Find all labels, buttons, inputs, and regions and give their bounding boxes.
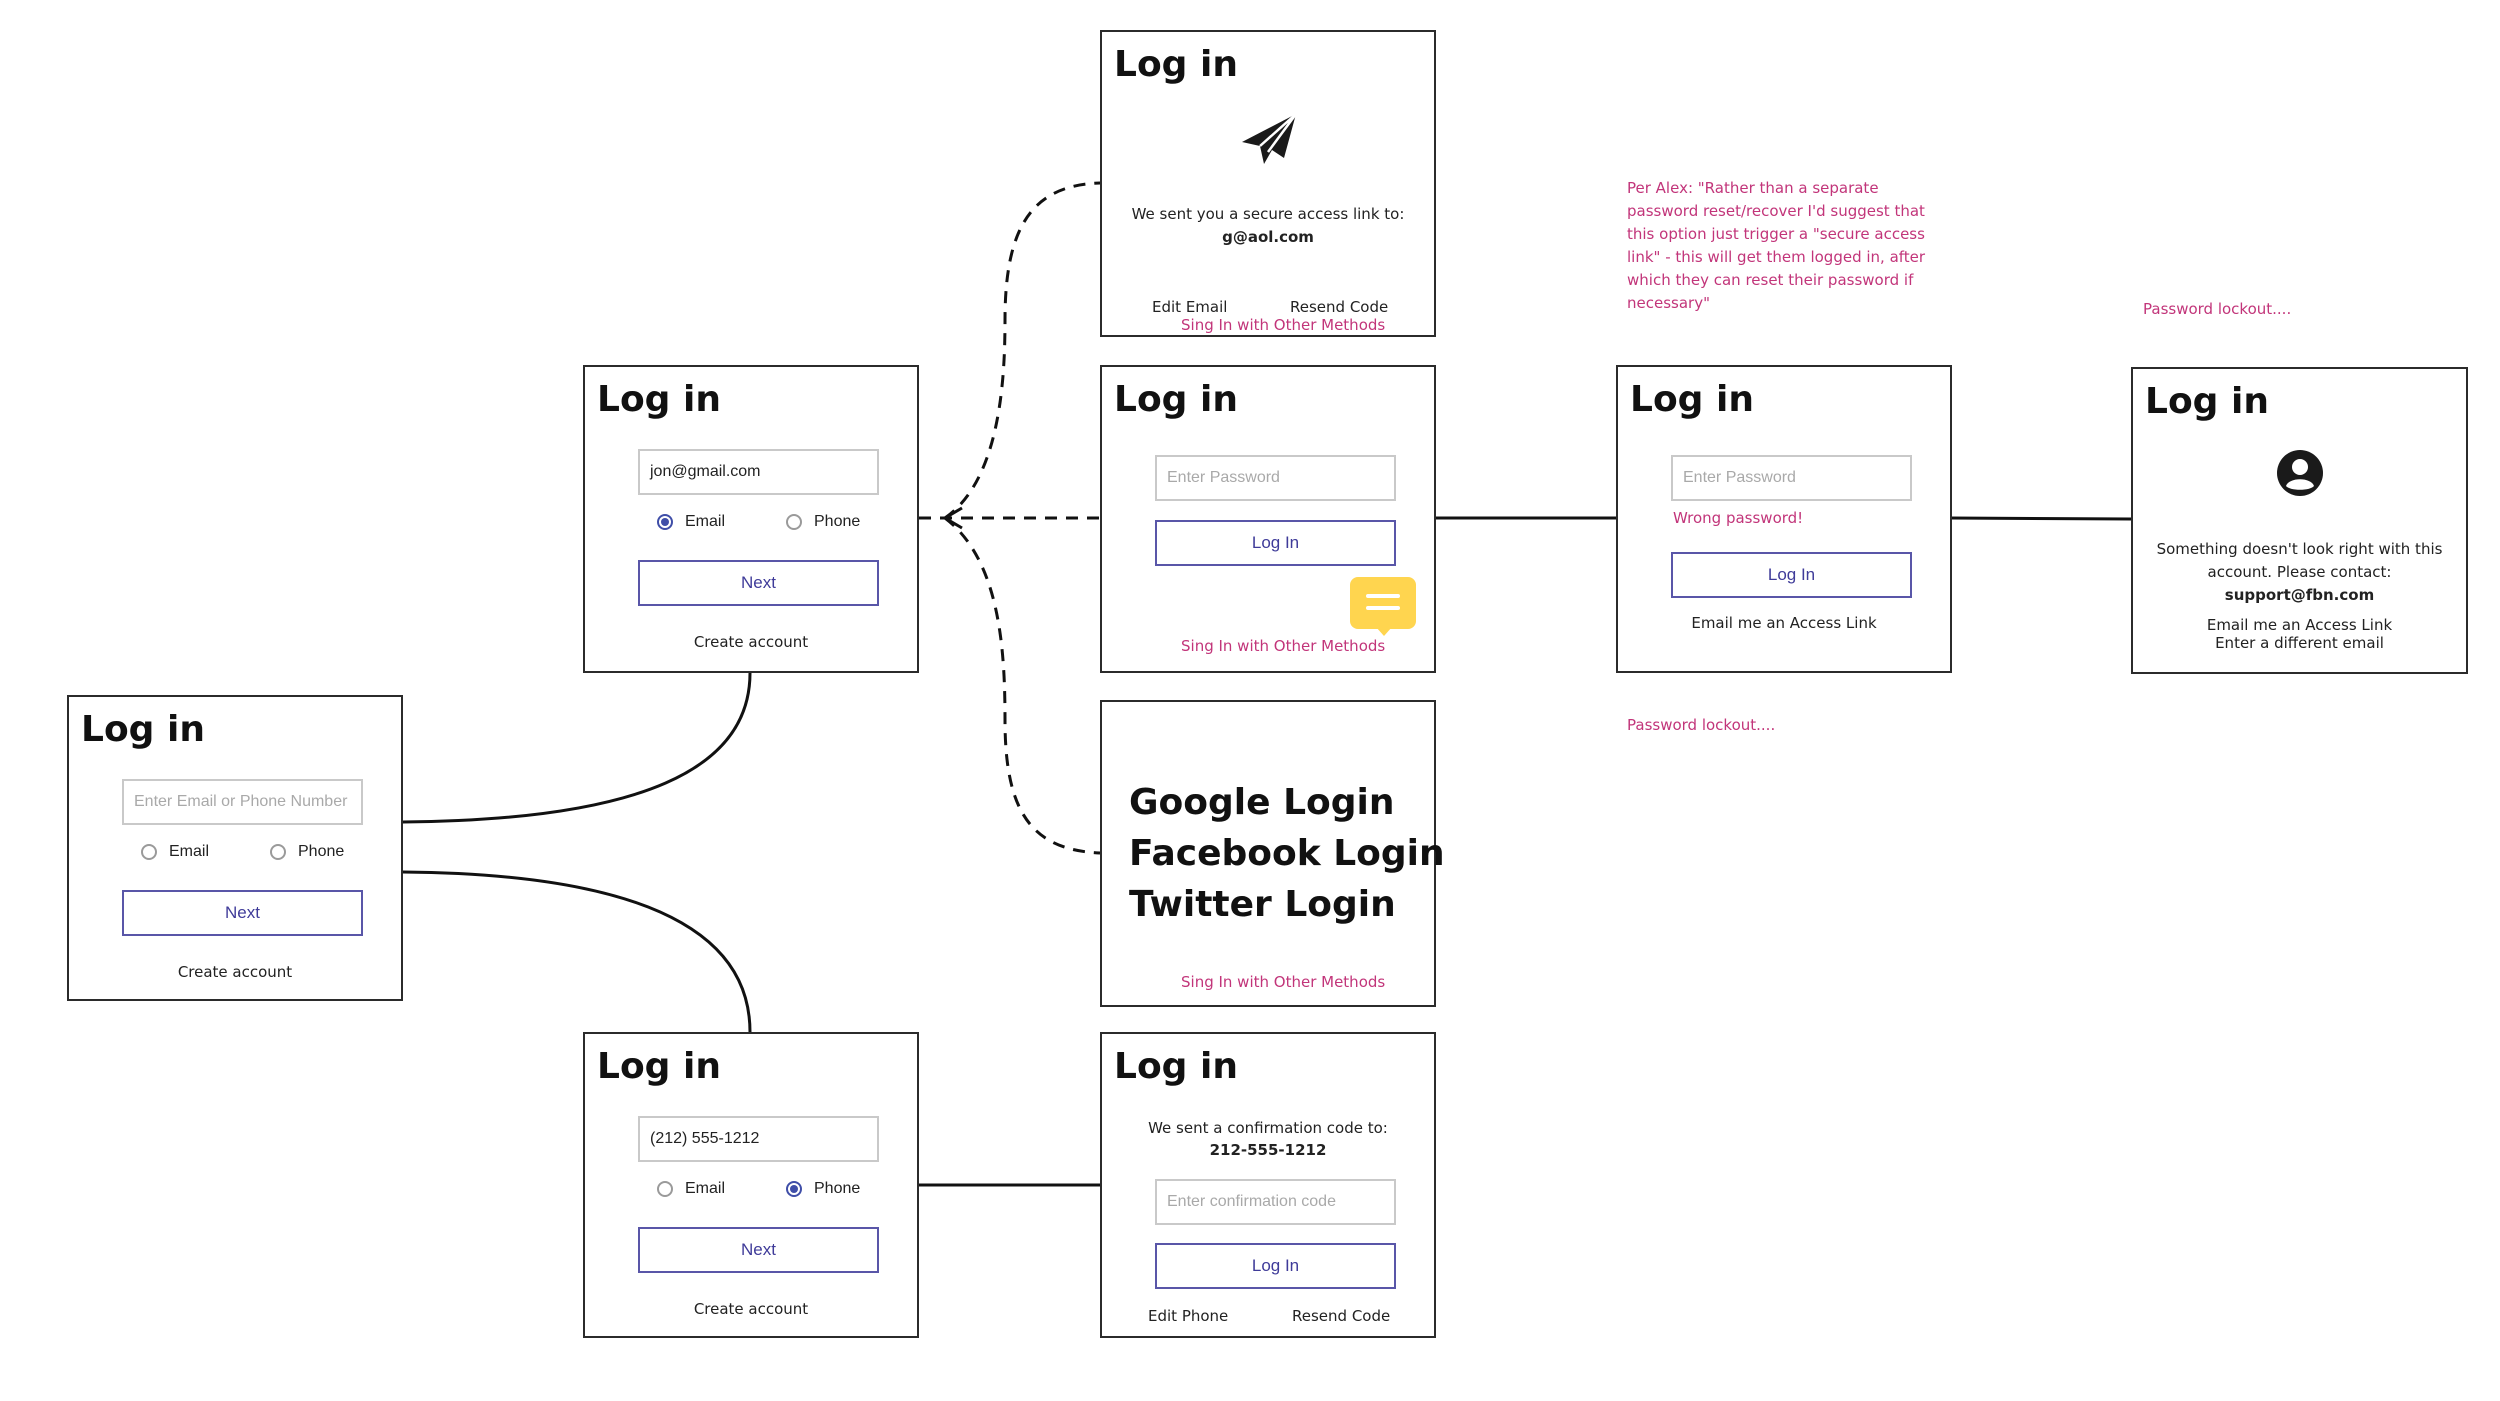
phone-input[interactable]: (212) 555-1212	[638, 1116, 879, 1162]
email-radio-label: Email	[685, 1180, 726, 1197]
card-confirmation-code: Log in We sent a confirmation code to: 2…	[1100, 1032, 1436, 1338]
email-radio[interactable]: Email	[657, 1180, 725, 1198]
card-title: Log in	[1114, 44, 1238, 85]
alex-annotation: Per Alex: "Rather than a separate passwo…	[1627, 177, 1925, 315]
card-title: Log in	[2145, 381, 2269, 422]
google-login-option[interactable]: Google Login	[1129, 782, 1395, 823]
card-title: Log in	[1114, 1046, 1238, 1087]
twitter-login-option[interactable]: Twitter Login	[1129, 884, 1396, 925]
access-link-email: g@aol.com	[1222, 228, 1314, 246]
radio-checked-icon	[786, 1181, 802, 1197]
phone-radio[interactable]: Phone	[270, 843, 344, 861]
lockout-message-line2: account. Please contact:	[2207, 563, 2392, 581]
connector-start-to-phone	[402, 870, 752, 1033]
alex-annotation-line: necessary"	[1627, 294, 1710, 312]
connector-wrong-to-lockout	[1949, 516, 2132, 521]
alex-annotation-line: link" - this will get them logged in, af…	[1627, 248, 1926, 266]
create-account-link[interactable]: Create account	[693, 633, 809, 651]
connector-email-to-social	[944, 516, 1101, 855]
other-methods-link[interactable]: Sing In with Other Methods	[1181, 973, 1386, 991]
alex-annotation-line: which they can reset their password if	[1627, 271, 1914, 289]
radio-unchecked-icon	[657, 1181, 673, 1197]
create-account-link[interactable]: Create account	[177, 963, 293, 981]
alex-annotation-line: Per Alex: "Rather than a separate	[1627, 179, 1879, 197]
email-radio-label: Email	[685, 513, 726, 530]
card-access-link-sent: Log in We sent you a secure access link …	[1100, 30, 1436, 337]
card-social-login: Google Login Facebook Login Twitter Logi…	[1100, 700, 1445, 1007]
edit-email-link[interactable]: Edit Email	[1152, 298, 1228, 316]
enter-different-email-link[interactable]: Enter a different email	[2215, 634, 2384, 652]
email-radio[interactable]: Email	[141, 843, 209, 861]
connector-start-to-email	[402, 672, 752, 824]
phone-radio-label: Phone	[814, 1180, 861, 1197]
confirmation-code-input[interactable]: Enter confirmation code	[1155, 1179, 1396, 1225]
log-in-button[interactable]: Log In	[1155, 520, 1396, 566]
chat-bubble-icon[interactable]	[1350, 577, 1416, 636]
password-input[interactable]: Enter Password	[1155, 455, 1396, 501]
radio-checked-icon	[657, 514, 673, 530]
lockout-annotation-bottom: Password lockout....	[1627, 716, 1776, 734]
other-methods-link[interactable]: Sing In with Other Methods	[1181, 637, 1386, 655]
email-access-link[interactable]: Email me an Access Link	[2206, 616, 2393, 634]
branch-arrowhead-icon	[942, 506, 963, 530]
card-title: Log in	[597, 379, 721, 420]
resend-code-link[interactable]: Resend Code	[1290, 298, 1389, 316]
password-input[interactable]: Enter Password	[1671, 455, 1912, 501]
card-email-login: Log in jon@gmail.com Email Phone Next Cr…	[583, 365, 919, 673]
card-title: Log in	[597, 1046, 721, 1087]
edit-phone-link[interactable]: Edit Phone	[1148, 1307, 1229, 1325]
lockout-message-line1: Something doesn't look right with this	[2156, 540, 2443, 558]
card-account-lockout: Log in Something doesn't look right with…	[2131, 367, 2468, 674]
wrong-password-error: Wrong password!	[1673, 509, 1804, 527]
phone-radio-label: Phone	[814, 513, 861, 530]
radio-unchecked-icon	[786, 514, 802, 530]
log-in-button[interactable]: Log In	[1671, 552, 1912, 598]
phone-radio[interactable]: Phone	[786, 513, 860, 531]
email-radio[interactable]: Email	[657, 513, 725, 531]
card-title: Log in	[1114, 379, 1238, 420]
connector-email-to-access-link	[944, 181, 1101, 520]
phone-radio-label: Phone	[298, 843, 345, 860]
access-link-message: We sent you a secure access link to:	[1131, 205, 1405, 223]
create-account-link[interactable]: Create account	[693, 1300, 809, 1318]
radio-unchecked-icon	[141, 844, 157, 860]
confirmation-message: We sent a confirmation code to:	[1148, 1119, 1388, 1137]
other-methods-link[interactable]: Sing In with Other Methods	[1181, 316, 1386, 334]
email-input[interactable]: jon@gmail.com	[638, 449, 879, 495]
card-password-login: Log in Enter Password Log In Sing In wit…	[1100, 365, 1436, 673]
card-title: Log in	[81, 709, 205, 750]
card-phone-login: Log in (212) 555-1212 Email Phone Next C…	[583, 1032, 919, 1338]
resend-code-link[interactable]: Resend Code	[1292, 1307, 1391, 1325]
lockout-annotation-top: Password lockout....	[2143, 300, 2292, 318]
card-wrong-password: Log in Enter Password Wrong password! Lo…	[1616, 365, 1952, 673]
alex-annotation-line: password reset/recover I'd suggest that	[1627, 202, 1925, 220]
next-button[interactable]: Next	[638, 1227, 879, 1273]
next-button[interactable]: Next	[122, 890, 363, 936]
card-start-login: Log in Enter Email or Phone Number Email…	[67, 695, 403, 1001]
log-in-button[interactable]: Log In	[1155, 1243, 1396, 1289]
user-circle-icon	[2277, 450, 2323, 496]
support-email: support@fbn.com	[2224, 586, 2375, 604]
phone-radio[interactable]: Phone	[786, 1180, 860, 1198]
confirmation-phone: 212-555-1212	[1209, 1141, 1327, 1159]
next-button[interactable]: Next	[638, 560, 879, 606]
card-title: Log in	[1630, 379, 1754, 420]
alex-annotation-line: this option just trigger a "secure acces…	[1627, 225, 1925, 243]
email-radio-label: Email	[169, 843, 210, 860]
email-access-link[interactable]: Email me an Access Link	[1691, 614, 1877, 632]
radio-unchecked-icon	[270, 844, 286, 860]
facebook-login-option[interactable]: Facebook Login	[1129, 833, 1445, 874]
email-or-phone-input[interactable]: Enter Email or Phone Number	[122, 779, 363, 825]
paper-plane-icon	[1242, 113, 1298, 164]
